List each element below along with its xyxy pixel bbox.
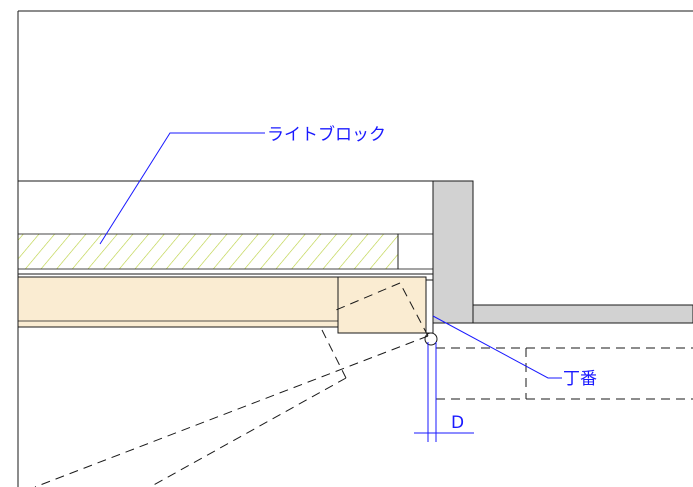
callout-hinge-label: 丁番 [563,369,597,389]
opening-clearance [436,347,693,400]
dimension-d [414,342,474,442]
door-stile [337,276,427,334]
door-slab-body [17,276,339,328]
light-block-hatched-band [17,233,399,270]
callout-light-block-leader [99,132,265,245]
door-frame [425,180,693,334]
hinge-leaf [425,279,434,334]
hinge-pivot [424,332,438,346]
callout-hinge-leader [432,315,562,379]
dimension-label: D [451,413,464,433]
callout-light-block-label: ライトブロック [267,124,386,145]
frame-stop [472,304,693,324]
light-block [17,180,434,275]
door-swing-path [34,282,429,487]
frame-jamb [432,180,474,324]
light-block-end-cell [397,233,434,270]
door-slab [17,276,427,334]
